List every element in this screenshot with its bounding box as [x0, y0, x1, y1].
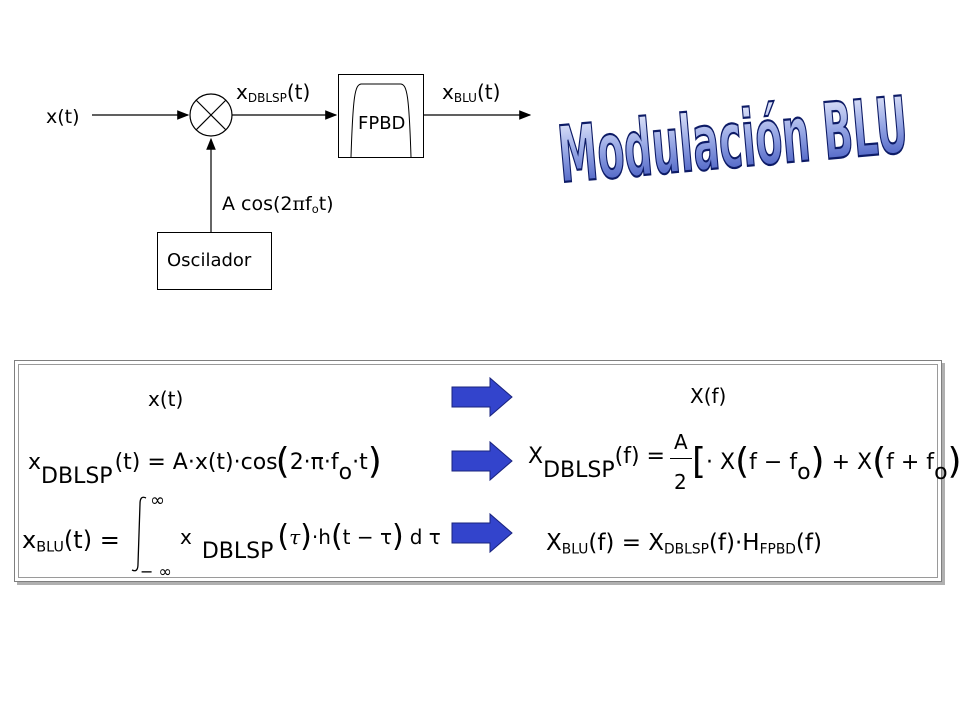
row3-freq-main: X [546, 530, 562, 556]
row3-time-lhs: xBLU(t) = [22, 526, 120, 556]
row2-freq-expr-d: f + f [886, 450, 935, 475]
row3-paren-a-open: ( [277, 519, 290, 554]
osc-signal-tail: t) [318, 193, 334, 215]
output-main: x [442, 80, 454, 104]
mixer-output-tail: (t) [286, 80, 311, 104]
row2-freq-sub: DBLSP [543, 458, 615, 483]
mixer-output-label: xDBLSP(t) [236, 80, 310, 105]
row3-integrand-h: ·h [311, 525, 331, 549]
row2-freq-rhs: (f) = [614, 444, 665, 469]
row2-time-arg-sub: o [338, 460, 353, 485]
row2-paren-close: ) [367, 441, 382, 482]
row3-integrand-d: d τ [409, 525, 441, 549]
row2-freq-plus: + X [831, 450, 873, 475]
filter-label: FPBD [358, 113, 406, 134]
row3-time-rhs: (t) = [63, 526, 120, 554]
row2-frac-bar [670, 458, 692, 459]
mixer-output-sub: DBLSP [247, 91, 287, 105]
row1-freq: X(f) [690, 384, 727, 408]
oscillator-signal-label: A cos(2πfot) [222, 193, 334, 216]
row2-freq-expr-c: o [797, 460, 811, 485]
row3-integrand-main: x [180, 525, 192, 549]
output-sub: BLU [453, 91, 477, 105]
row3-freq-mid2: (f)·H [708, 530, 760, 556]
row2-paren-open: ( [275, 441, 290, 482]
title-wordart: Modulación BLU [554, 80, 913, 190]
row3-int-lower: − ∞ [140, 562, 172, 581]
row3-paren-b-open: ( [330, 519, 343, 554]
row2-time-expr: xDBLSP(t) = A·x(t)·cos(2·π·fo·t) [28, 440, 382, 488]
row2-time-arg: 2·π·f [289, 450, 339, 475]
block-diagram-wires [92, 93, 532, 232]
row3-freq-mid: (f) = X [588, 530, 665, 556]
mixer-icon [189, 93, 233, 137]
transform-arrow-1 [451, 376, 513, 418]
row3-integrand: xDBLSP(τ)·h(t − τ)d τ [180, 520, 441, 563]
row3-freq-sub: BLU [561, 541, 589, 558]
equations-panel-inner [18, 364, 938, 578]
integral-sign [131, 496, 147, 572]
row2-paren-a-close: ) [810, 441, 825, 482]
row3-integrand-b: t − τ [342, 525, 393, 549]
row3-time-main: x [22, 526, 37, 554]
row2-freq-expr-a: · X [706, 450, 736, 475]
row2-time-main: x [28, 450, 42, 475]
row2-freq-main: X [528, 444, 544, 469]
filter-box: FPBD [338, 74, 424, 158]
osc-signal-f: f [305, 193, 312, 215]
row2-freq-tail: [· X(f − fo) + X(f + fo)] [692, 440, 960, 484]
transform-arrow-3 [451, 512, 513, 554]
row3-freq-sub2: DBLSP [664, 541, 709, 558]
row1-time: x(t) [148, 387, 184, 411]
output-tail: (t) [476, 80, 501, 104]
row2-paren-b-close: ) [948, 441, 960, 482]
transform-arrow-2 [451, 440, 513, 482]
input-label: x(t) [46, 106, 80, 128]
row3-int-upper: ∞ [150, 490, 165, 511]
mixer-output-main: x [236, 80, 248, 104]
row2-bracket-open: [ [692, 441, 707, 482]
row2-time-sub: DBLSP [41, 464, 113, 489]
row3-freq-expr: XBLU(f) = XDBLSP(f)·HFPBD(f) [546, 530, 822, 557]
row2-freq-expr: XDBLSP(f) = [528, 444, 665, 482]
row2-time-arg-tail: ·t [352, 450, 368, 475]
row3-paren-b-close: ) [392, 519, 404, 554]
row2-frac-num: A [674, 430, 688, 454]
osc-signal-sub: o [311, 201, 319, 216]
row3-integrand-sub: DBLSP [201, 539, 274, 564]
row3-time-sub: BLU [36, 539, 64, 556]
osc-signal-pi: π [292, 193, 306, 215]
row2-freq-expr-b: f − f [749, 450, 798, 475]
row3-paren-a-close: ) [300, 519, 312, 554]
row3-freq-sub3: FPBD [759, 541, 796, 558]
row3-freq-tail: (f) [795, 530, 822, 556]
row2-time-rhs: (t) = A·x(t)·cos [114, 450, 278, 475]
row2-freq-expr-e: o [934, 460, 948, 485]
row3-integrand-a: τ [289, 525, 301, 549]
filter-response-icon [350, 83, 412, 158]
output-label: xBLU(t) [442, 80, 500, 105]
osc-signal-pre: A cos(2 [222, 193, 293, 215]
row2-paren-b-open: ( [872, 441, 887, 482]
row2-frac-den: 2 [674, 470, 687, 494]
oscillator-label: Oscilador [167, 250, 252, 271]
oscillator-box: Oscilador [157, 232, 272, 290]
row2-paren-a-open: ( [735, 441, 750, 482]
